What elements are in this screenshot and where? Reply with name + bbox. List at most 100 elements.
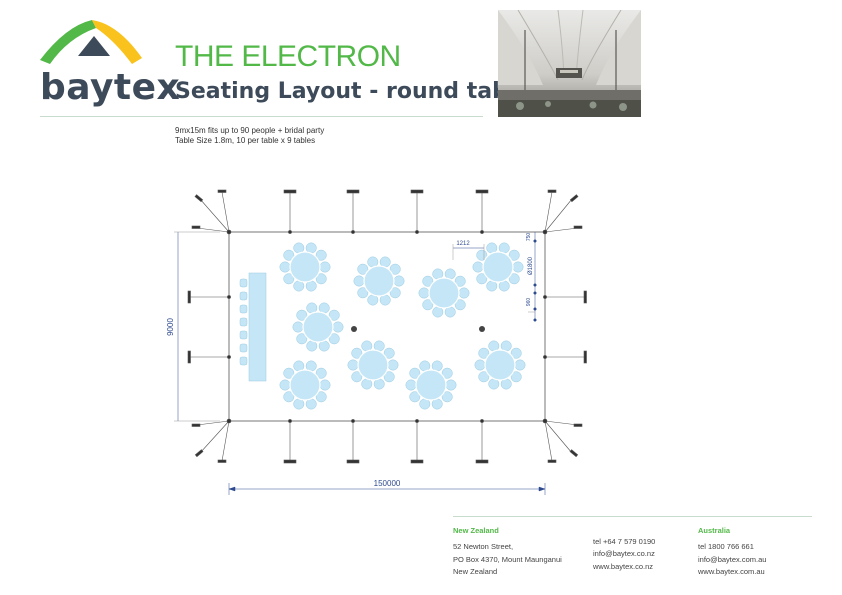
footer-divider [453, 516, 812, 517]
round-tables [279, 242, 526, 410]
chair [512, 261, 524, 273]
table-top [357, 349, 389, 381]
chair [296, 309, 308, 321]
chair [351, 371, 363, 383]
chair [296, 333, 308, 345]
chair [441, 367, 453, 379]
nz-website-link[interactable]: www.baytex.co.nz [593, 561, 654, 571]
nz-contact-block: tel +64 7 579 0190 info@baytex.co.nz www… [593, 523, 693, 571]
au-contact-block: Australia tel 1800 766 661 info@baytex.c… [698, 523, 808, 577]
round-table [292, 302, 344, 352]
round-table [353, 256, 405, 306]
chair [409, 391, 421, 403]
nz-address-line2: PO Box 4370, Mount Maunganui [453, 554, 562, 564]
chair [351, 347, 363, 359]
chair [292, 321, 304, 333]
chair [332, 321, 344, 333]
nz-address-line1: 52 Newton Street, [453, 542, 514, 552]
chair [315, 391, 327, 403]
chair [389, 287, 401, 299]
chair [458, 287, 470, 299]
chair [283, 391, 295, 403]
chair [445, 379, 457, 391]
chair [422, 299, 434, 311]
chair [472, 261, 484, 273]
chair [283, 249, 295, 261]
nz-phone: tel +64 7 579 0190 [593, 537, 656, 546]
au-email-link[interactable]: info@baytex.com.au [698, 554, 767, 564]
chair [383, 347, 395, 359]
chair [315, 367, 327, 379]
brand-name: baytex [40, 67, 181, 108]
round-table [474, 340, 526, 390]
nz-heading: New Zealand [453, 526, 499, 535]
chair [476, 249, 488, 261]
table-top [428, 277, 460, 309]
nz-address-block: New Zealand 52 Newton Street, PO Box 437… [453, 523, 583, 577]
dimension-lines [174, 231, 546, 495]
chair [510, 347, 522, 359]
perimeter-poles [187, 189, 587, 464]
table-top [302, 311, 334, 343]
round-table [472, 242, 524, 292]
au-heading: Australia [698, 526, 731, 535]
marquee-outline [228, 231, 546, 422]
table-top [289, 251, 321, 283]
chair [357, 287, 369, 299]
notes-table-size: Table Size 1.8m, 10 per table x 9 tables [175, 136, 316, 145]
chair [409, 367, 421, 379]
venue-title: THE ELECTRON [175, 40, 401, 73]
dim-top-margin-label: 750 [526, 233, 532, 242]
chair [454, 275, 466, 287]
notes-capacity: 9mx15m fits up to 90 people + bridal par… [175, 126, 325, 135]
chair [353, 275, 365, 287]
dim-row-gap-label: 960 [526, 298, 532, 307]
layout-notes: 9mx15m fits up to 90 people + bridal par… [175, 126, 324, 146]
au-phone: tel 1800 766 661 [698, 542, 754, 552]
chair [315, 273, 327, 285]
chair [393, 275, 405, 287]
chair [478, 371, 490, 383]
chair [279, 379, 291, 391]
marquee-photo [498, 10, 641, 117]
chair [347, 359, 359, 371]
chair [514, 359, 526, 371]
nz-email-link[interactable]: info@baytex.co.nz [593, 549, 655, 559]
table-top [484, 349, 516, 381]
baytex-logo-mark [40, 20, 142, 64]
chair [389, 263, 401, 275]
chair [422, 275, 434, 287]
chair [441, 391, 453, 403]
chair [283, 367, 295, 379]
table-top [289, 369, 321, 401]
dim-height-label: 9000 [166, 318, 175, 336]
chair [508, 249, 520, 261]
round-table [279, 242, 331, 292]
centre-pole [351, 326, 357, 332]
dim-width-label: 150000 [374, 479, 401, 488]
layout-title: Seating Layout - round tables [175, 79, 544, 104]
chair [418, 287, 430, 299]
chair [474, 359, 486, 371]
table-top [363, 265, 395, 297]
table-top [482, 251, 514, 283]
chair [510, 371, 522, 383]
chair [476, 273, 488, 285]
chair [383, 371, 395, 383]
centre-pole [479, 326, 485, 332]
chair [283, 273, 295, 285]
chair [508, 273, 520, 285]
chair [405, 379, 417, 391]
chair [478, 347, 490, 359]
chair [328, 309, 340, 321]
nz-address-line3: New Zealand [453, 567, 498, 577]
header-divider [40, 116, 483, 117]
chair [315, 249, 327, 261]
chair [319, 261, 331, 273]
au-website-link[interactable]: www.baytex.com.au [698, 567, 765, 577]
chair [319, 379, 331, 391]
chair [328, 333, 340, 345]
dim-table-diameter-label: Ø1800 [528, 256, 534, 275]
round-table [279, 360, 331, 410]
chair [279, 261, 291, 273]
